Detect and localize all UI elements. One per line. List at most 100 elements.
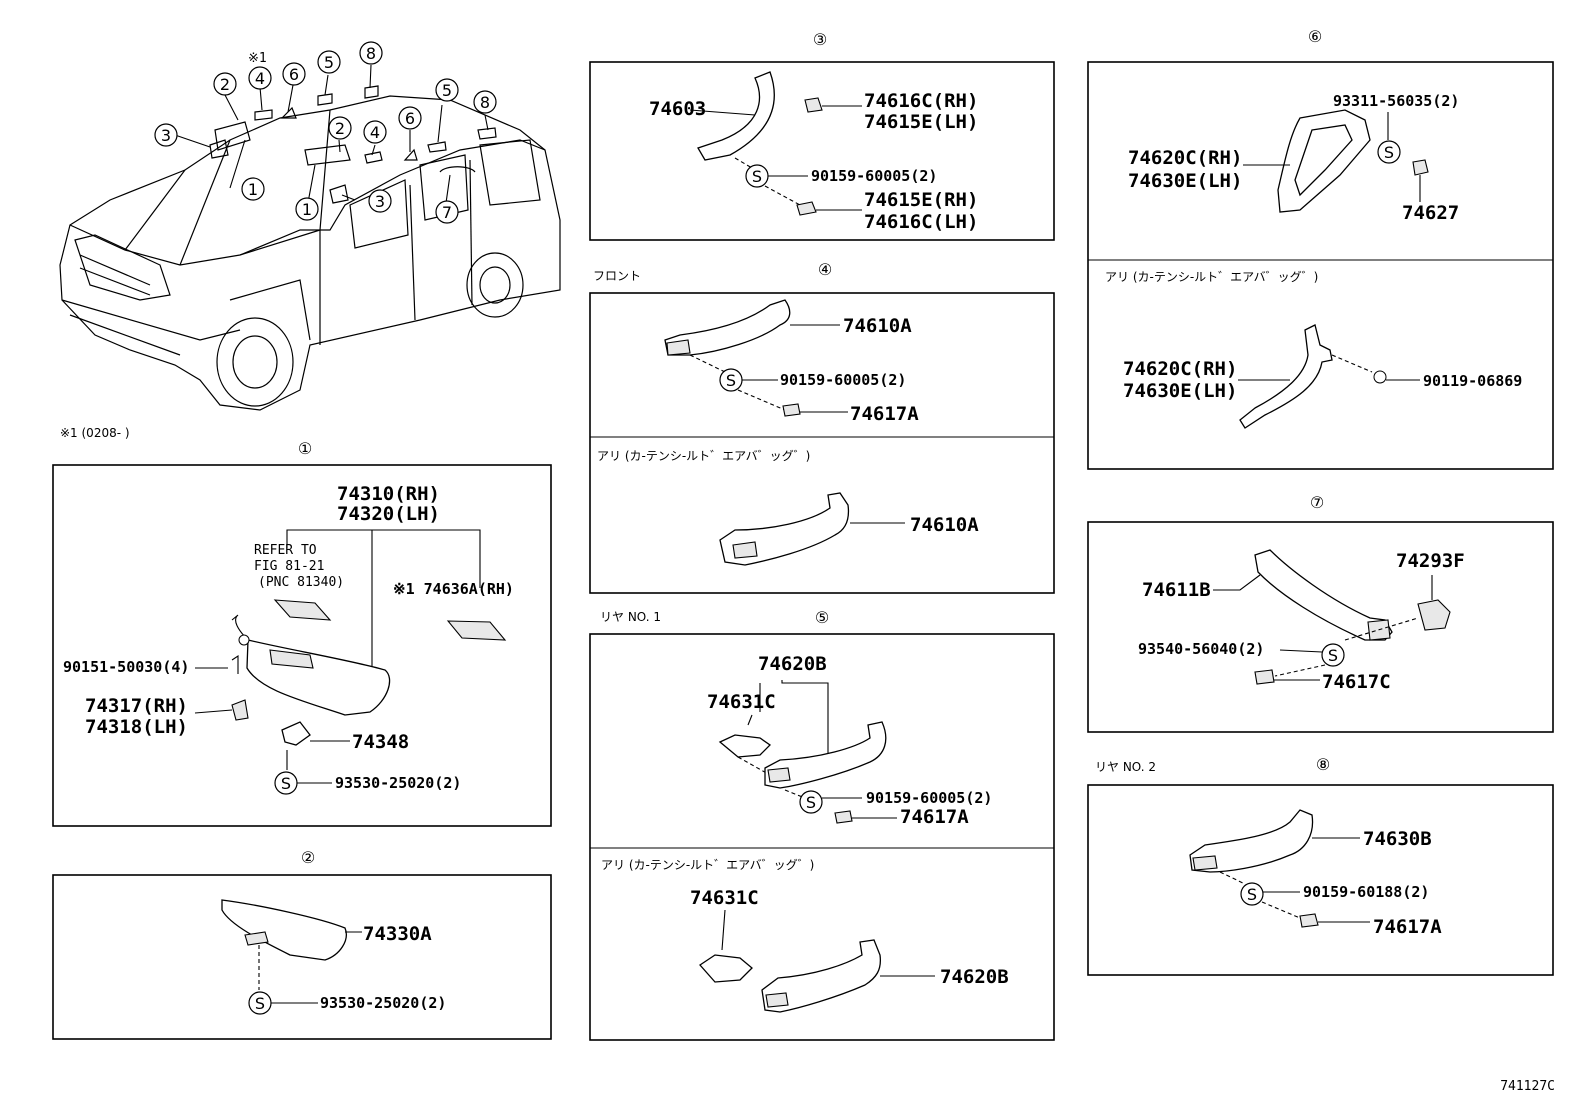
section-1-number: ①	[298, 439, 312, 458]
rear-no1-label: リヤ NO. 1	[600, 610, 661, 624]
part-93540: 93540-56040(2)	[1138, 640, 1264, 658]
part-90159-5: 90159-60005(2)	[866, 789, 992, 807]
callout-1a: 1	[241, 177, 265, 201]
part-74630e-lh: 74630E(LH)	[1128, 170, 1242, 192]
svg-text:3: 3	[375, 192, 385, 211]
star-mark: ※1	[248, 51, 267, 66]
svg-text:6: 6	[289, 65, 299, 84]
svg-text:2: 2	[335, 119, 345, 138]
part-74615e-lh: 74615E(LH)	[864, 111, 978, 133]
part-74615e-rh: 74615E(RH)	[864, 189, 978, 211]
section-2-number: ②	[301, 848, 315, 867]
section-6-box	[1087, 61, 1554, 470]
section-8-number: ⑧	[1316, 755, 1330, 774]
callout-3a: 3	[154, 123, 178, 147]
callout-5a: 5	[317, 50, 341, 74]
part-74617a-8: 74617A	[1373, 916, 1442, 938]
part-74627: 74627	[1402, 202, 1459, 224]
screw-symbol: S	[806, 793, 816, 812]
section-1-box	[52, 464, 552, 827]
callout-6a: 6	[282, 62, 306, 86]
section-3-number: ③	[813, 30, 827, 49]
section-4-number: ④	[818, 260, 832, 279]
airbag-label-4: アリ (カ-テンシ-ルト゛エアバ゛ッグ゛)	[597, 449, 810, 463]
section-6-number: ⑥	[1308, 27, 1322, 46]
svg-text:4: 4	[255, 69, 265, 88]
part-90159: 90159-60005(2)	[811, 167, 937, 185]
svg-text:1: 1	[302, 200, 312, 219]
refer-line-3: (PNC 81340)	[258, 575, 344, 590]
svg-text:2: 2	[220, 75, 230, 94]
part-74631c: 74631C	[707, 691, 776, 713]
section-7-number: ⑦	[1310, 493, 1324, 512]
figure-code: 741127C	[1500, 1079, 1555, 1094]
part-74616c-rh: 74616C(RH)	[864, 90, 978, 112]
part-93530-2: 93530-25020(2)	[320, 994, 446, 1012]
svg-text:3: 3	[161, 126, 171, 145]
callout-2b: 2	[328, 116, 352, 140]
section-3-box	[589, 61, 1055, 241]
part-74620b: 74620B	[758, 653, 827, 675]
section-5-number: ⑤	[815, 608, 829, 627]
part-74620c-rh-b: 74620C(RH)	[1123, 358, 1237, 380]
part-74293f: 74293F	[1396, 550, 1465, 572]
airbag-label-5: アリ (カ-テンシ-ルト゛エアバ゛ッグ゛)	[601, 858, 814, 872]
part-74636a: ※1 74636A(RH)	[393, 580, 514, 598]
front-label: フロント	[593, 269, 641, 283]
svg-text:8: 8	[366, 44, 376, 63]
part-74330a: 74330A	[363, 923, 432, 945]
section-2: ② 74330A S 93530-25020(2)	[52, 848, 552, 1040]
part-74610a-b: 74610A	[910, 514, 979, 536]
note-ref: ※1 (0208- )	[60, 426, 130, 440]
part-90151: 90151-50030(4)	[63, 658, 189, 676]
section-8-box	[1087, 784, 1554, 976]
part-90119: 90119-06869	[1423, 372, 1522, 390]
section-5: リヤ NO. 1 ⑤ 74620B 74631C S 90159-60005(2…	[589, 608, 1055, 1041]
screw-symbol: S	[1384, 143, 1394, 162]
part-74317: 74317(RH)	[85, 695, 188, 717]
svg-text:8: 8	[480, 93, 490, 112]
part-74611b: 74611B	[1142, 579, 1211, 601]
svg-text:6: 6	[405, 109, 415, 128]
callout-3b: 3	[368, 189, 392, 213]
svg-text:1: 1	[248, 180, 258, 199]
screw-symbol: S	[726, 371, 736, 390]
part-74630b: 74630B	[1363, 828, 1432, 850]
svg-text:4: 4	[370, 123, 380, 142]
section-2-box	[52, 874, 552, 1040]
section-7-box	[1087, 521, 1554, 733]
screw-symbol: S	[255, 994, 265, 1013]
section-6: ⑥ 93311-56035(2) S 74620C(RH) 74630E(LH)…	[1087, 27, 1554, 470]
svg-text:7: 7	[442, 203, 452, 222]
part-74631c-b: 74631C	[690, 887, 759, 909]
part-74620b-b: 74620B	[940, 966, 1009, 988]
callout-6b: 6	[398, 106, 422, 130]
part-74616c-lh: 74616C(LH)	[864, 211, 978, 233]
part-93311: 93311-56035(2)	[1333, 92, 1459, 110]
callout-8a: 8	[359, 41, 383, 65]
part-90159-8: 90159-60188(2)	[1303, 883, 1429, 901]
screw-symbol: S	[281, 774, 291, 793]
refer-line-2: FIG 81-21	[254, 559, 324, 574]
part-74320: 74320(LH)	[337, 503, 440, 525]
section-4-box	[589, 292, 1055, 594]
part-74348: 74348	[352, 731, 409, 753]
refer-line-1: REFER TO	[254, 543, 317, 558]
svg-text:5: 5	[442, 81, 452, 100]
section-4: ④ フロント 74610A S 90159-60005(2) 74617A アリ…	[589, 260, 1055, 594]
part-74630e-lh-b: 74630E(LH)	[1123, 380, 1237, 402]
part-93530: 93530-25020(2)	[335, 774, 461, 792]
part-74603: 74603	[649, 98, 706, 120]
section-5-box	[589, 633, 1055, 1041]
part-74617a: 74617A	[850, 403, 919, 425]
callout-1b: 1	[295, 197, 319, 221]
callout-8b: 8	[473, 90, 497, 114]
svg-text:5: 5	[324, 53, 334, 72]
screw-symbol: S	[752, 167, 762, 186]
callout-4a: 4	[248, 66, 272, 90]
part-74310: 74310(RH)	[337, 483, 440, 505]
section-7: ⑦ 74293F 74611B 93540-56040(2) S 74617C	[1087, 493, 1554, 733]
section-8: リヤ NO. 2 ⑧ 74630B S 90159-60188(2) 74617…	[1087, 755, 1554, 976]
callout-4b: 4	[363, 120, 387, 144]
